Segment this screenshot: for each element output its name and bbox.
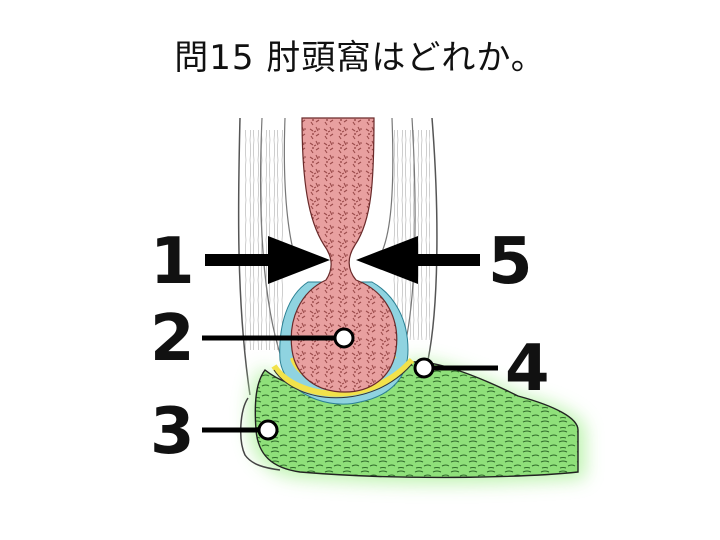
callout-number-4: 4 — [505, 332, 550, 406]
soft-tissue-outline — [237, 117, 438, 396]
arrow-1 — [205, 236, 330, 284]
callout-number-2: 2 — [150, 302, 195, 376]
articular-cartilage-yellow — [271, 358, 415, 397]
point-3 — [257, 419, 279, 441]
point-4 — [413, 357, 435, 379]
callout-number-3: 3 — [150, 395, 195, 469]
callout-number-1: 1 — [150, 225, 195, 299]
callout-number-5: 5 — [488, 225, 533, 299]
arrow-5 — [356, 236, 480, 284]
joint-capsule — [240, 397, 281, 471]
question-title: 問15 肘頭窩はどれか。 — [174, 38, 546, 78]
humerus-bone — [290, 117, 398, 393]
point-2 — [333, 327, 355, 349]
